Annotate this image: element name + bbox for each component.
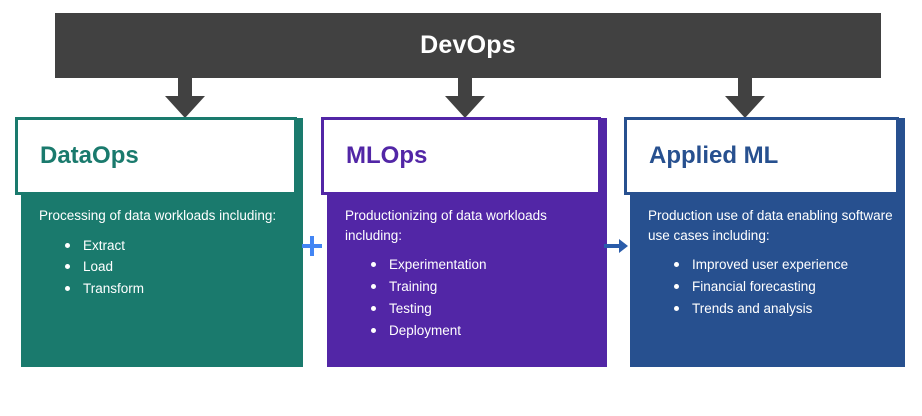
right-arrow-connector-icon [602, 232, 630, 260]
applied-ml-header: Applied ML [624, 117, 899, 195]
applied-ml-title: Applied ML [649, 142, 779, 169]
column-applied-ml: Applied ML Production use of data enabli… [624, 112, 905, 367]
plus-connector-icon [298, 232, 326, 260]
plus-icon [302, 236, 322, 256]
arrow-head [619, 239, 628, 253]
arrow-to-applied-ml-icon [725, 78, 765, 118]
arrow-head [445, 96, 485, 118]
column-dataops: DataOps Processing of data workloads inc… [15, 112, 303, 367]
list-item: Training [371, 276, 595, 298]
mlops-intro-text: Productionizing of data workloads includ… [345, 208, 547, 243]
applied-ml-intro-text: Production use of data enabling software… [648, 208, 893, 243]
list-item: Testing [371, 298, 595, 320]
mlops-title: MLOps [346, 142, 428, 169]
arrow-shaft [458, 78, 472, 98]
arrow-head [165, 96, 205, 118]
list-item: Improved user experience [674, 254, 893, 276]
dataops-intro-text: Processing of data workloads including: [39, 208, 277, 223]
list-item: Transform [65, 278, 291, 300]
arrow-to-mlops-icon [445, 78, 485, 118]
dataops-title: DataOps [40, 142, 139, 169]
list-item: Financial forecasting [674, 276, 893, 298]
devops-title: DevOps [420, 31, 516, 59]
list-item: Extract [65, 235, 291, 257]
arrow-head [725, 96, 765, 118]
devops-bar: DevOps [55, 13, 881, 78]
mlops-header: MLOps [321, 117, 601, 195]
dataops-content: Processing of data workloads including: … [39, 206, 291, 300]
applied-ml-content: Production use of data enabling software… [648, 206, 893, 320]
applied-ml-list: Improved user experience Financial forec… [648, 254, 893, 320]
arrow-shaft [178, 78, 192, 98]
mlops-content: Productionizing of data workloads includ… [345, 206, 595, 342]
arrow-shaft [738, 78, 752, 98]
mlops-list: Experimentation Training Testing Deploym… [345, 254, 595, 341]
arrow-shaft [604, 244, 621, 248]
dataops-header: DataOps [15, 117, 297, 195]
list-item: Trends and analysis [674, 298, 893, 320]
list-item: Load [65, 256, 291, 278]
dataops-list: Extract Load Transform [39, 235, 291, 301]
arrow-right-icon [604, 239, 628, 253]
arrow-to-dataops-icon [165, 78, 205, 118]
column-mlops: MLOps Productionizing of data workloads … [321, 112, 607, 367]
list-item: Deployment [371, 320, 595, 342]
list-item: Experimentation [371, 254, 595, 276]
